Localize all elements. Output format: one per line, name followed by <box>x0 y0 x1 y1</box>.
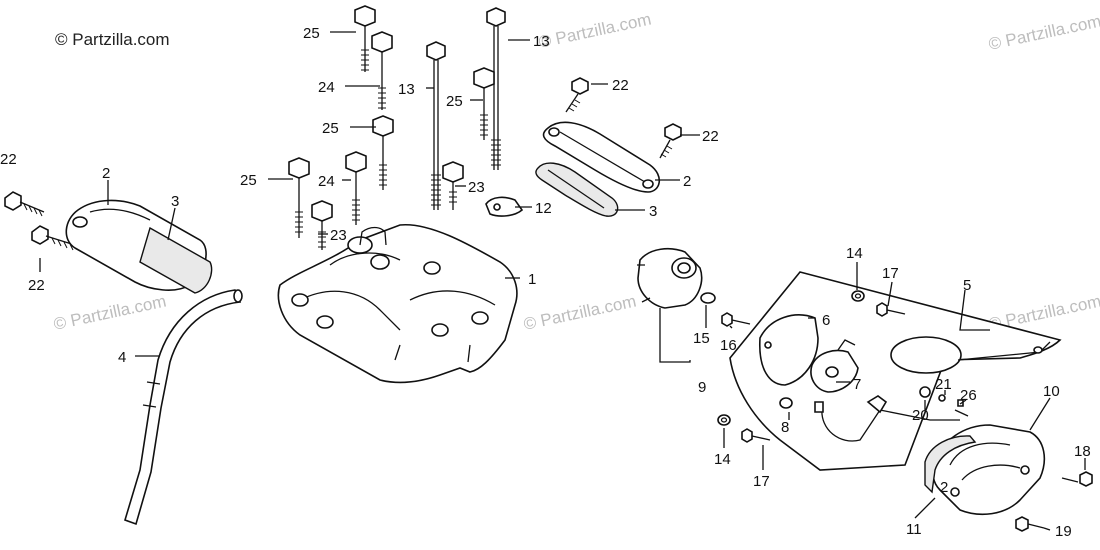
leader-lines <box>39 31 1086 531</box>
watermark-faint: © Partzilla.com <box>537 10 653 52</box>
bolt-23-left <box>311 200 333 250</box>
bolt-24-top <box>371 31 393 110</box>
callout-5: 5 <box>963 277 971 294</box>
bolt-22-right-lower <box>659 123 682 159</box>
callout-25: 25 <box>322 120 339 137</box>
callout-3: 3 <box>649 203 657 220</box>
callout-22: 22 <box>28 277 45 294</box>
watermark-main: © Partzilla.com <box>55 30 170 49</box>
cover-2-right <box>542 121 660 193</box>
callout-2: 2 <box>102 165 110 182</box>
bolt-17-upper <box>876 302 906 317</box>
callout-10: 10 <box>1043 383 1060 400</box>
callout-18: 18 <box>1074 443 1091 460</box>
washer-14-lower <box>717 414 731 426</box>
callout-2: 2 <box>683 173 691 190</box>
cylinder-head-cover <box>277 224 518 384</box>
callout-23: 23 <box>330 227 347 244</box>
callout-24: 24 <box>318 173 335 190</box>
cover-10 <box>932 424 1046 516</box>
callout-7: 7 <box>853 376 861 393</box>
callout-6: 6 <box>822 312 830 329</box>
callout-2: 2 <box>940 479 948 496</box>
callout-17: 17 <box>882 265 899 282</box>
bolt-25-center <box>372 115 394 190</box>
callout-13: 13 <box>398 81 415 98</box>
callout-8: 8 <box>781 419 789 436</box>
callout-20: 20 <box>912 407 929 424</box>
bolt-13-long-right <box>486 7 506 170</box>
callout-17: 17 <box>753 473 770 490</box>
gasket-3-right <box>535 162 619 217</box>
bolt-22-upper <box>4 191 45 217</box>
callout-19: 19 <box>1055 523 1072 540</box>
callout-25: 25 <box>303 25 320 42</box>
callout-23: 23 <box>468 179 485 196</box>
clip-12 <box>485 196 524 217</box>
bolt-19 <box>1015 516 1045 532</box>
callout-1: 1 <box>528 271 536 288</box>
callout-22: 22 <box>612 77 629 94</box>
callout-22: 22 <box>702 128 719 145</box>
governor-assembly-9 <box>637 247 716 309</box>
callout-13: 13 <box>533 33 550 50</box>
callout-15: 15 <box>693 330 710 347</box>
callout-16: 16 <box>720 337 737 354</box>
bolt-25-top <box>354 5 376 72</box>
callout-4: 4 <box>118 349 126 366</box>
callout-3: 3 <box>171 193 179 210</box>
gasket-2-lower <box>924 435 977 494</box>
base-plate-5 <box>729 271 1062 471</box>
callout-25: 25 <box>240 172 257 189</box>
callout-22: 22 <box>0 151 17 168</box>
item-8 <box>779 397 793 409</box>
bolt-17-lower <box>741 428 771 443</box>
callout-24: 24 <box>318 79 335 96</box>
bolt-24-center <box>345 151 367 225</box>
callout-26: 26 <box>960 387 977 404</box>
bolt-18 <box>1061 471 1093 487</box>
watermark-faint: © Partzilla.com <box>52 292 168 334</box>
callout-9: 9 <box>698 379 706 396</box>
bolt-23-center <box>442 161 464 210</box>
watermark-faint: © Partzilla.com <box>987 12 1100 54</box>
washer-14-upper <box>851 290 865 302</box>
bolt-13-long-left <box>426 41 446 210</box>
bolt-22-lower <box>31 225 79 251</box>
bolt-22-right-upper <box>565 77 589 113</box>
wire-harness <box>814 395 960 442</box>
bolt-25-left <box>288 157 310 238</box>
callout-14: 14 <box>714 451 731 468</box>
callout-14: 14 <box>846 245 863 262</box>
callout-labels: 25 13 24 13 25 22 25 22 22 2 3 25 24 23 … <box>0 25 1091 540</box>
left-cover-assembly <box>4 191 243 526</box>
bolt-16 <box>721 312 751 327</box>
callout-21: 21 <box>935 376 952 393</box>
watermark-faint: © Partzilla.com <box>522 292 638 334</box>
callout-12: 12 <box>535 200 552 217</box>
callout-25: 25 <box>446 93 463 110</box>
bolt-25-middle <box>473 67 495 140</box>
callout-11: 11 <box>906 521 922 538</box>
